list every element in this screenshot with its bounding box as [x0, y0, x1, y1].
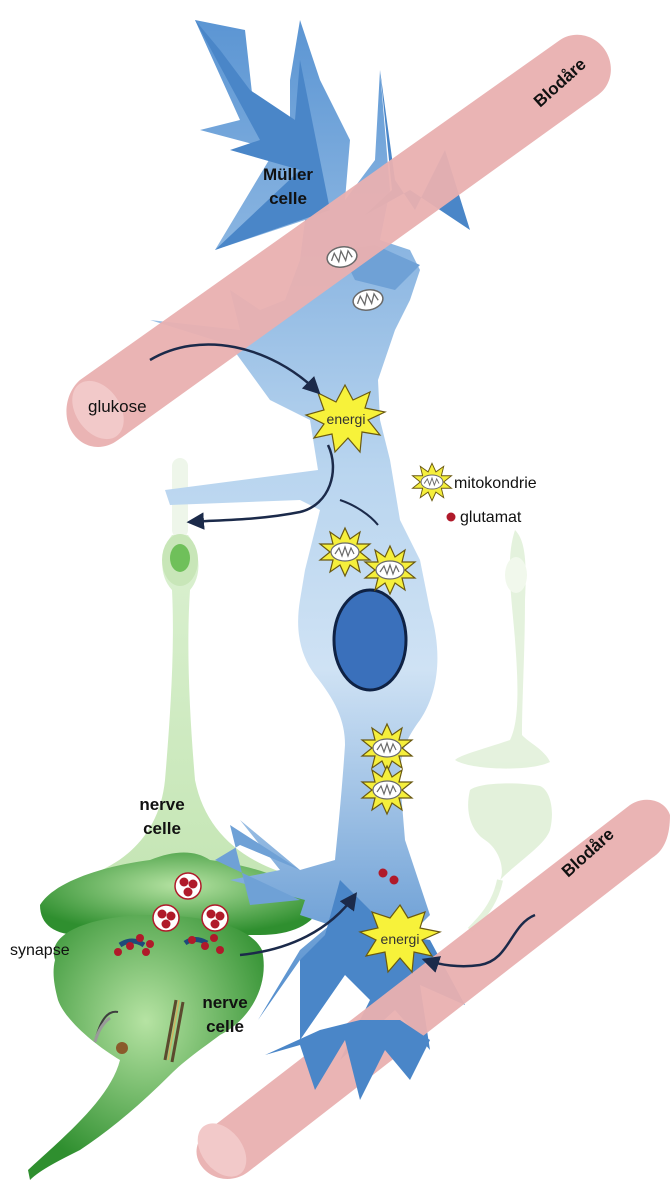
- synaptic-vesicle: [202, 905, 228, 931]
- legend-mitochondrion-icon: [413, 463, 452, 500]
- upper-nerve-cell-label-line2: celle: [143, 819, 181, 838]
- blood-vessel-bottom: [188, 800, 670, 1186]
- upper-nerve-cell: [90, 534, 290, 875]
- legend-mitochondria-label: mitokondrie: [454, 475, 537, 492]
- muller-nucleus: [334, 590, 406, 690]
- lower-nerve-cell-label-line2: celle: [206, 1017, 244, 1036]
- legend-glutamate-icon: [447, 513, 456, 522]
- energy-label-top: energi: [327, 411, 366, 427]
- synapse-label: synapse: [10, 942, 70, 959]
- muller-cell-label-line2: celle: [269, 189, 307, 208]
- legend: mitokondrie glutamat: [413, 463, 537, 526]
- muller-cell-label-line1: Müller: [263, 165, 313, 184]
- legend-glutamate-label: glutamat: [460, 509, 522, 526]
- upper-nerve-cell-label-line1: nerve: [139, 795, 184, 814]
- energy-label-bottom: energi: [381, 931, 420, 947]
- faint-neuron-right: [455, 530, 552, 930]
- lower-nerve-cell-label-line1: nerve: [202, 993, 247, 1012]
- synaptic-vesicle: [153, 905, 179, 931]
- synaptic-vesicle: [175, 873, 201, 899]
- glucose-label: glukose: [88, 397, 147, 416]
